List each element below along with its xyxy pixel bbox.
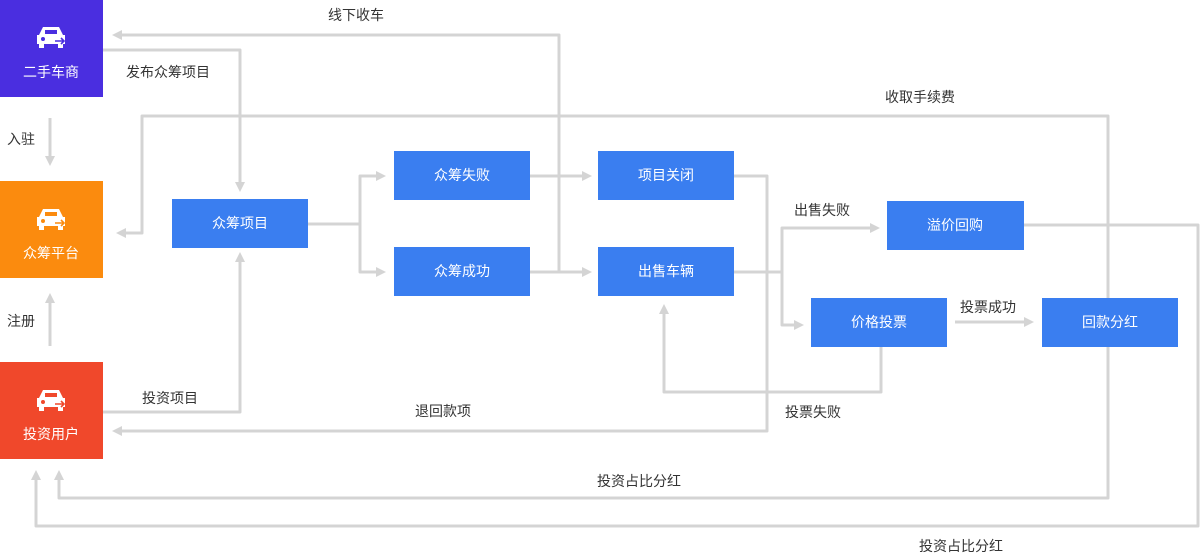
edge-label-sale-failed: 出售失败 [794, 203, 850, 219]
node-label: 众筹项目 [212, 215, 268, 232]
connector-refund [118, 174, 769, 433]
actor-label: 投资用户 [23, 426, 79, 443]
arrowhead [870, 223, 880, 233]
arrowhead [235, 182, 245, 192]
node-crowdfunding-project: 众筹项目 [172, 199, 308, 248]
edge-label-collect-fee: 收取手续费 [885, 89, 955, 106]
arrowhead [116, 228, 126, 238]
connectors [34, 33, 1200, 528]
arrowhead [582, 171, 592, 181]
node-price-vote: 价格投票 [811, 298, 947, 347]
node-crowdfunding-success: 众筹成功 [394, 247, 530, 296]
actor-label: 二手车商 [23, 64, 79, 81]
edge-label-refund: 退回款项 [415, 404, 471, 420]
connector-collect-fee [122, 114, 1110, 298]
connector-publish-project [103, 48, 242, 186]
edge-labels: 线下收车 发布众筹项目 收取手续费 入驻 注册 投资项目 退回款项 出售失败 投… [7, 7, 1016, 554]
arrowhead [1024, 317, 1034, 327]
arrowhead [794, 320, 804, 330]
connector-dividend-inner [57, 347, 1110, 500]
node-label: 众筹成功 [434, 263, 490, 280]
node-label: 价格投票 [851, 315, 907, 331]
arrowhead [112, 30, 122, 40]
node-premium-buyback: 溢价回购 [887, 201, 1024, 250]
connector-dividend-outer [34, 223, 1200, 528]
arrowhead [376, 267, 386, 277]
arrowhead [54, 470, 64, 480]
actor-label: 众筹平台 [23, 245, 79, 262]
node-label: 出售车辆 [638, 263, 694, 280]
connector-offline-acquisition [118, 33, 561, 272]
arrowhead [235, 252, 245, 262]
node-label: 项目关闭 [638, 168, 694, 184]
arrowhead [112, 426, 122, 436]
edge-label-vote-success: 投票成功 [960, 300, 1016, 316]
edge-label-settle-in: 入驻 [7, 132, 35, 148]
edge-label-register: 注册 [7, 314, 35, 330]
connector-vote-failed [662, 311, 883, 394]
edge-label-publish-project: 发布众筹项目 [126, 64, 210, 81]
arrowheads [31, 30, 1034, 480]
node-payout-dividend: 回款分红 [1042, 298, 1178, 347]
node-project-closed: 项目关闭 [598, 151, 734, 200]
arrowhead [376, 171, 386, 181]
arrowhead [31, 470, 41, 480]
connector-project-split [308, 174, 380, 274]
actor-platform: 众筹平台 [0, 181, 103, 278]
node-label: 溢价回购 [927, 218, 983, 234]
actor-investor: 投资用户 [0, 362, 103, 459]
node-label: 众筹失败 [434, 167, 490, 184]
actor-dealer: 二手车商 [0, 0, 103, 97]
node-crowdfunding-failed: 众筹失败 [394, 151, 530, 200]
arrowhead [45, 156, 55, 166]
edge-label-offline-acquisition: 线下收车 [328, 7, 384, 24]
edge-label-dividend-inner: 投资占比分红 [597, 474, 681, 490]
connector-invest-project [102, 258, 242, 414]
arrowhead [582, 267, 592, 277]
node-vehicle-sold: 出售车辆 [598, 247, 734, 296]
arrowhead [45, 293, 55, 303]
edge-label-vote-failed: 投票失败 [785, 405, 841, 421]
connector-sale-branches [734, 226, 873, 327]
edge-label-invest-project: 投资项目 [142, 391, 198, 407]
edge-label-dividend-outer: 投资占比分红 [919, 539, 1003, 554]
arrowhead [659, 304, 669, 314]
node-label: 回款分红 [1082, 315, 1138, 331]
